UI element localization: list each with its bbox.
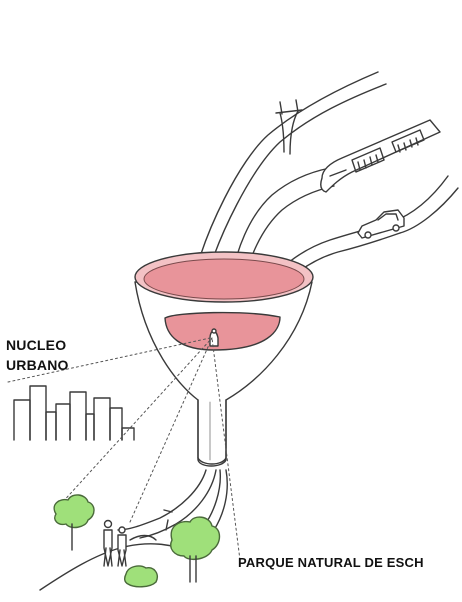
- power-pylon-icon: [276, 100, 302, 154]
- people-icon: [104, 521, 126, 567]
- tree-icon: [171, 517, 220, 582]
- nucleo-label-line2: URBANO: [6, 355, 69, 375]
- train-icon: [321, 120, 440, 192]
- tree-icon: [54, 495, 94, 550]
- nucleo-label-line1: NUCLEO: [6, 335, 69, 355]
- parque-natural-label: PARQUE NATURAL DE ESCH: [238, 555, 424, 571]
- city-skyline-icon: [14, 386, 134, 440]
- nucleo-urbano-label: NUCLEO URBANO: [6, 335, 69, 375]
- shrub-icon: [125, 566, 158, 587]
